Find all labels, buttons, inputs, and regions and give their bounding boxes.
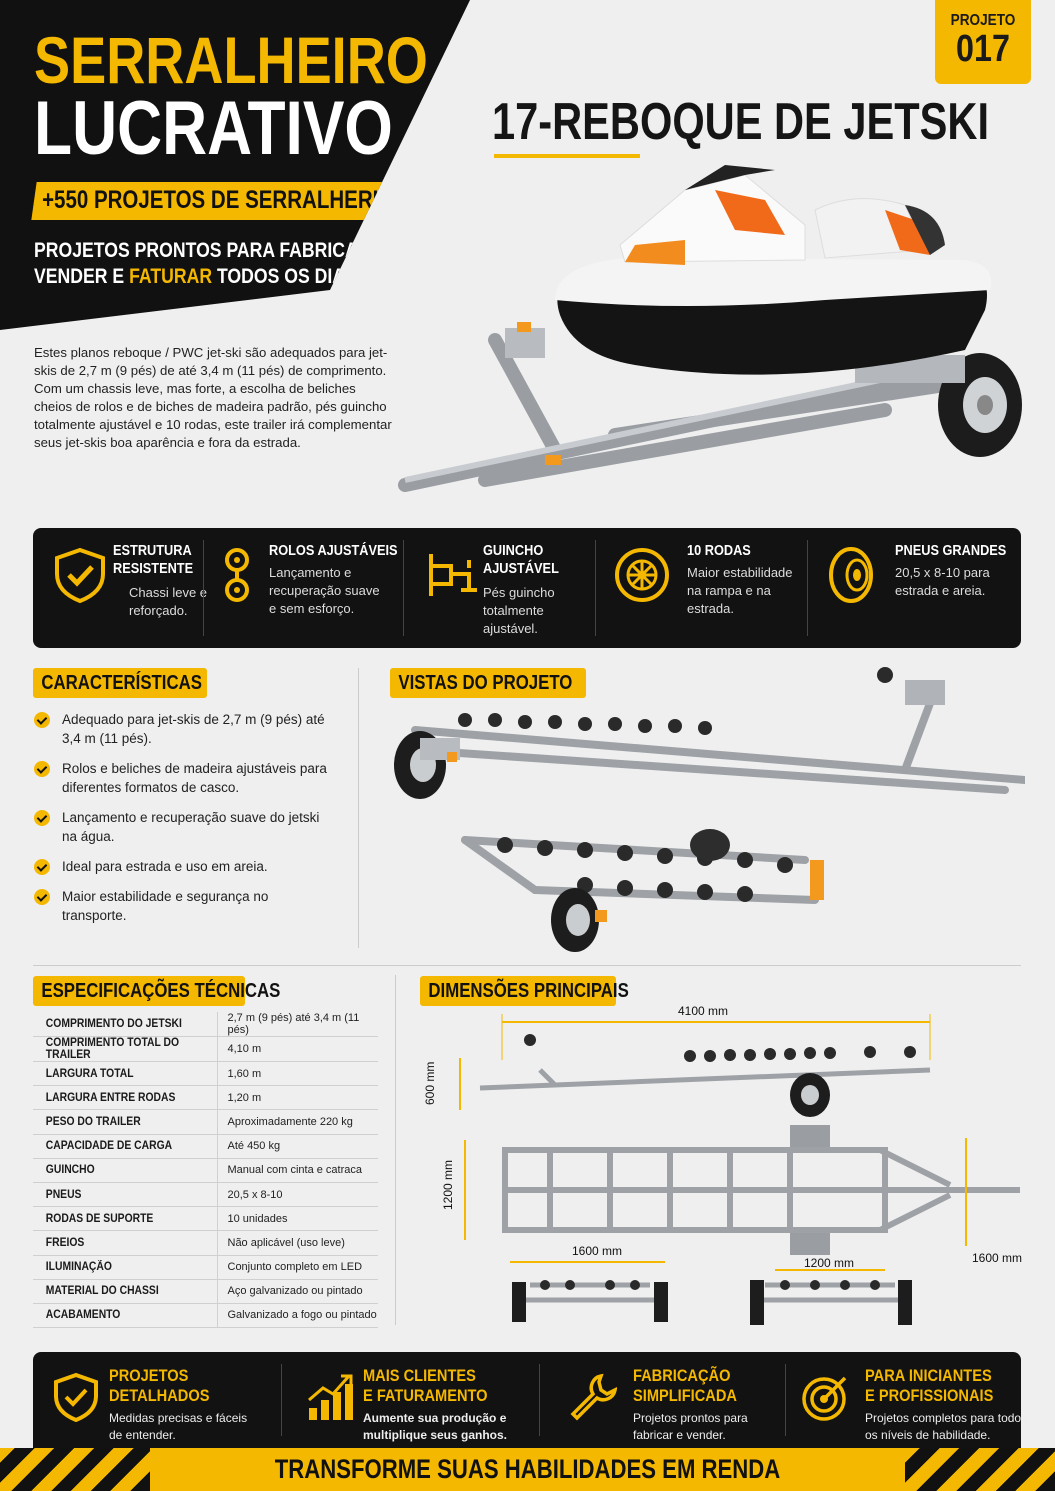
dimensions-drawing: 4100 mm 600 mm 1200 mm 1600 mm 1600 mm 1… [423,1004,1022,1325]
check-icon [34,889,50,905]
check-icon [34,761,50,777]
projects-count-banner: +550 PROJETOS DE SERRALHERIA [31,182,393,220]
hazard-stripes [905,1448,1055,1491]
page-title: 17-REBOQUE DE JETSKI [492,93,990,151]
trailer-views-illustration [394,667,1025,952]
wrench-icon [570,1373,617,1421]
width-top-dimension-label: 1200 mm [441,1160,455,1210]
specs-heading: ESPECIFICAÇÕES TÉCNICAS [33,976,280,1006]
footer-banner: TRANSFORME SUAS HABILIDADES EM RENDA [0,1448,1055,1491]
divider [785,1364,786,1436]
brand-title-line1: SERRALHEIRO [34,23,428,97]
intro-paragraph: Estes planos reboque / PWC jet-ski são a… [34,345,392,450]
winch-icon [429,554,477,596]
divider [358,668,359,948]
dimensions-heading: DIMENSÕES PRINCIPAIS [420,976,629,1006]
list-item: Rolos e beliches de madeira ajustáveis p… [34,759,334,797]
list-item: Adequado para jet-skis de 2,7 m (9 pés) … [34,710,334,748]
check-icon [34,810,50,826]
divider [595,540,596,636]
total-width-dimension-label: 1600 mm [972,1251,1022,1265]
list-item: Lançamento e recuperação suave do jetski… [34,808,334,846]
divider [203,540,204,636]
feature-wheels: 10 RODAS Maior estabilidade na rampa e n… [613,540,803,640]
tire-icon [829,547,873,603]
divider [539,1364,540,1436]
project-number-badge: PROJETO 017 [935,0,1031,84]
footer-slogan: TRANSFORME SUAS HABILIDADES EM RENDA [274,1454,781,1484]
characteristics-list: Adequado para jet-skis de 2,7 m (9 pés) … [34,710,334,936]
shield-check-icon [55,547,105,604]
divider [807,540,808,636]
benefits-band: PROJETOS DETALHADOS Medidas precisas e f… [33,1352,1027,1448]
divider [395,975,396,1325]
divider [403,540,404,636]
hazard-stripes [0,1448,150,1491]
target-icon [802,1376,847,1421]
rollers-icon [225,548,249,602]
features-band: ESTRUTURA RESISTENTE Chassi leve e refor… [33,528,1021,648]
check-icon [34,712,50,728]
characteristics-heading: CARACTERÍSTICAS [33,668,207,698]
height-dimension-label: 600 mm [423,1062,437,1105]
divider [281,1364,282,1436]
jetski-trailer-illustration [398,165,1022,492]
front-width-dimension-label: 1600 mm [572,1244,622,1258]
views-heading: VISTAS DO PROJETO [390,668,586,698]
feature-structure: ESTRUTURA RESISTENTE Chassi leve e refor… [51,540,221,640]
check-icon [34,859,50,875]
brand-title-line2: LUCRATIVO [34,86,393,171]
title-underline [494,154,640,158]
feature-tires: PNEUS GRANDES 20,5 x 8-10 para estrada e… [825,540,1015,640]
feature-winch: GUINCHO AJUSTÁVEL Pés guincho totalmente… [421,540,601,640]
length-dimension-label: 4100 mm [678,1004,728,1018]
header-subtitle: PROJETOS PRONTOS PARA FABRICAR, VENDER E… [34,239,376,288]
wheel-icon [615,548,669,602]
growth-chart-icon [308,1374,353,1420]
divider [33,965,1021,966]
feature-rollers: ROLOS AJUSTÁVEIS Lançamento e recuperaçã… [219,540,419,640]
shield-check-icon [54,1372,98,1422]
list-item: Ideal para estrada e uso em areia. [34,857,334,876]
rear-width-dimension-label: 1200 mm [804,1256,854,1270]
list-item: Maior estabilidade e segurança no transp… [34,887,334,925]
